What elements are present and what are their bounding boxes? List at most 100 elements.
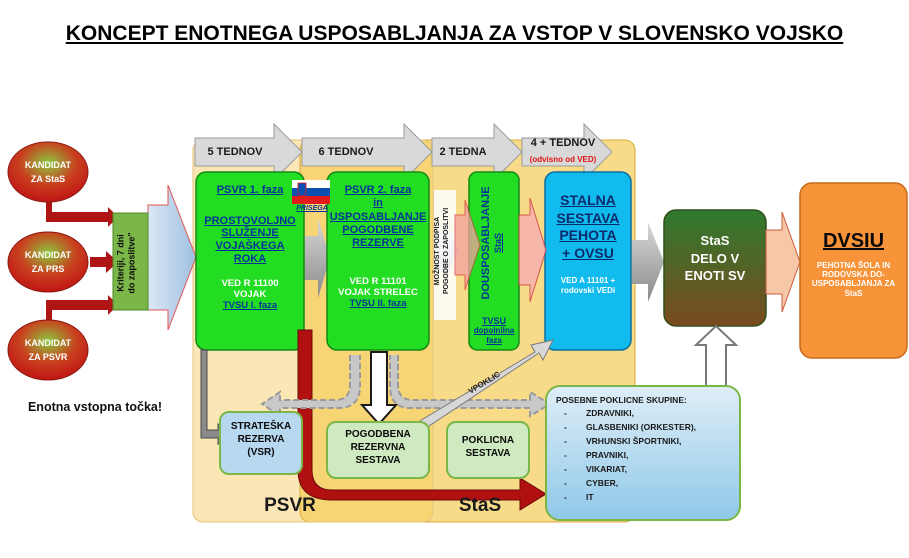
psvr2-line: REZERVE	[352, 236, 404, 249]
psvr2-title: PSVR 2. faza	[344, 184, 412, 196]
dousposabljanje-faza: faza	[486, 335, 502, 345]
candidate-label-line1: KANDIDAT	[24, 338, 72, 348]
skupine-item-label: GLASBENIKI (ORKESTER),	[586, 422, 697, 432]
dousposabljanje-tvsu: TVSU dopolnilna faza	[470, 316, 518, 345]
criteria-box	[112, 212, 149, 311]
skupine-dash: -	[564, 492, 567, 502]
skupine-item-label: VRHUNSKI ŠPORTNIKI,	[586, 436, 682, 446]
delo-line: ENOTI SV	[684, 268, 746, 284]
psvr2-box	[326, 171, 430, 351]
psvr2-line: POGODBENE	[342, 223, 414, 236]
psvr1-line: PROSTOVOLJNO	[204, 214, 296, 227]
psvr2-in: in	[373, 196, 383, 209]
stalna-box	[544, 171, 632, 351]
psvr2-tvsu: TVSU II. faza	[349, 298, 407, 310]
skupine-item: - CYBER,	[564, 476, 734, 490]
skupine-title: POSEBNE POKLICNE SKUPINE:	[556, 395, 687, 405]
delo-line: DELO V	[690, 250, 740, 266]
arrow-skupine-to-delo	[693, 324, 739, 391]
criteria-line2: do zaposlitve"	[126, 232, 137, 294]
dousposabljanje-sub: StaS	[493, 233, 504, 254]
candidate-circle-psvr	[7, 319, 89, 381]
moznost-box	[434, 190, 456, 320]
strateska-line: (VSR)	[247, 447, 275, 458]
candidate-arrow-2	[90, 257, 108, 267]
timeline-label-3: 2 TEDNA	[439, 146, 487, 158]
timeline-label-1: 5 TEDNOV	[207, 146, 263, 158]
vpoklic-arrow	[417, 339, 554, 431]
pogodbena-text: POGODBENA REZERVNA SESTAVA	[329, 428, 427, 467]
poklicna-text: POKLICNA SESTAVA	[449, 434, 527, 460]
arrow-psvr2-to-pogodbena	[359, 351, 399, 426]
candidate-circle-stas	[7, 141, 89, 203]
red-arrow-into-dousp	[454, 199, 481, 291]
stalna-line: + OVSU	[562, 244, 614, 261]
skupine-dash: -	[564, 478, 567, 488]
candidate-arrow-1	[46, 200, 118, 227]
strateska-text: STRATEŠKA REZERVA (VSR)	[222, 420, 300, 459]
dousposabljanje-title: DOUSPOSABLJANJE	[480, 186, 492, 300]
arrow-psvr1-to-psvr2	[303, 218, 330, 298]
timeline-note-4: (odvisno od VED)	[529, 155, 597, 164]
arrow-stalna-to-delo	[632, 222, 664, 302]
candidate-label-line2: ZA PRS	[31, 264, 65, 275]
moznost-line1: MOŽNOST PODPISA	[434, 216, 441, 286]
psvr1-ved: VOJAK	[233, 289, 267, 301]
candidate-label-line2: ZA StaS	[30, 174, 66, 185]
skupine-item-label: IT	[586, 492, 594, 502]
skupine-item: -GLASBENIKI (ORKESTER),	[564, 420, 734, 434]
skupine-dash: -	[564, 436, 567, 446]
delo-line: StaS	[700, 233, 730, 248]
timeline-label-2: 6 TEDNOV	[318, 146, 374, 158]
psvr1-tvsu: TVSU I. faza	[222, 300, 278, 312]
criteria-label: Kriteriji, 7 dni do zaposlitve"	[116, 215, 146, 312]
dousposabljanje-label: DOUSPOSABLJANJE StaS	[479, 183, 509, 303]
stalna-ved: rodovski VEDi	[560, 286, 616, 295]
skupine-item-label: ZDRAVNIKI,	[586, 408, 635, 418]
skupine-item-label: VIKARIAT,	[586, 464, 627, 474]
timeline-arrow-4	[521, 122, 613, 182]
psvr2-text: PSVR 2. faza in USPOSABLJANJE POGODBENE …	[328, 184, 428, 310]
skupine-item: -PRAVNIKI,	[564, 448, 734, 462]
moznost-line2: POGODBE O ZAPOSLITVI	[442, 207, 450, 295]
psvr2-line: USPOSABLJANJE	[329, 211, 427, 224]
psvr2-ved: VOJAK STRELEC	[338, 287, 418, 299]
zone-label-psvr: PSVR	[264, 495, 316, 516]
dvsiu-title: DVSIU	[822, 230, 885, 252]
psvr1-line: VOJAŠKEGA	[215, 239, 285, 252]
pogodbena-line: SESTAVA	[355, 455, 401, 466]
skupine-item: - IT	[564, 490, 734, 504]
psvr1-text: PSVR 1. faza PROSTOVOLJNO SLUŽENJE VOJAŠ…	[198, 184, 302, 312]
prisega-label: PRISEGA	[296, 205, 328, 212]
skupine-item: -ZDRAVNIKI,	[564, 406, 734, 420]
candidate-label-line2: ZA PSVR	[28, 352, 68, 363]
delo-text: StaS DELO V ENOTI SV	[666, 232, 764, 285]
zone-label-stas: StaS	[458, 495, 502, 516]
arrow-delo-to-dvsiu	[765, 211, 801, 313]
candidate-arrow-2-head	[106, 251, 118, 273]
skupine-item-label: CYBER,	[586, 478, 619, 488]
skupine-box	[545, 385, 741, 521]
skupine-list: -ZDRAVNIKI, -GLASBENIKI (ORKESTER), -VRH…	[564, 406, 734, 504]
psvr2-ved: VED R 11101	[349, 276, 407, 288]
moznost-label: MOŽNOST PODPISA POGODBE O ZAPOSLITVI	[434, 186, 456, 316]
red-flow-arrow	[297, 329, 547, 511]
timeline-arrow-3	[431, 122, 523, 182]
criteria-line1: Kriteriji, 7 dni	[115, 234, 126, 292]
dousposabljanje-tvsu-title: TVSU	[481, 316, 506, 326]
strateska-line: STRATEŠKA	[230, 421, 292, 432]
psvr1-box	[195, 171, 305, 351]
page-title: KONCEPT ENOTNEGA USPOSABLJANJA ZA VSTOP …	[65, 22, 844, 45]
candidate-label-line1: KANDIDAT	[24, 250, 72, 260]
pogodbena-line: POGODBENA	[345, 429, 411, 440]
dvsiu-line: StaS	[844, 288, 863, 298]
dvsiu-text: DVSIU PEHOTNA ŠOLA IN RODOVSKA DO- USPOS…	[802, 230, 905, 298]
candidate-arrow-3	[46, 295, 118, 322]
pogodbena-box	[326, 421, 430, 479]
entry-arrow	[147, 184, 197, 331]
slovenian-flag-icon	[292, 180, 330, 204]
dashed-arrow-left	[260, 355, 361, 418]
dousposabljanje-faza: dopolnilna	[473, 326, 515, 336]
